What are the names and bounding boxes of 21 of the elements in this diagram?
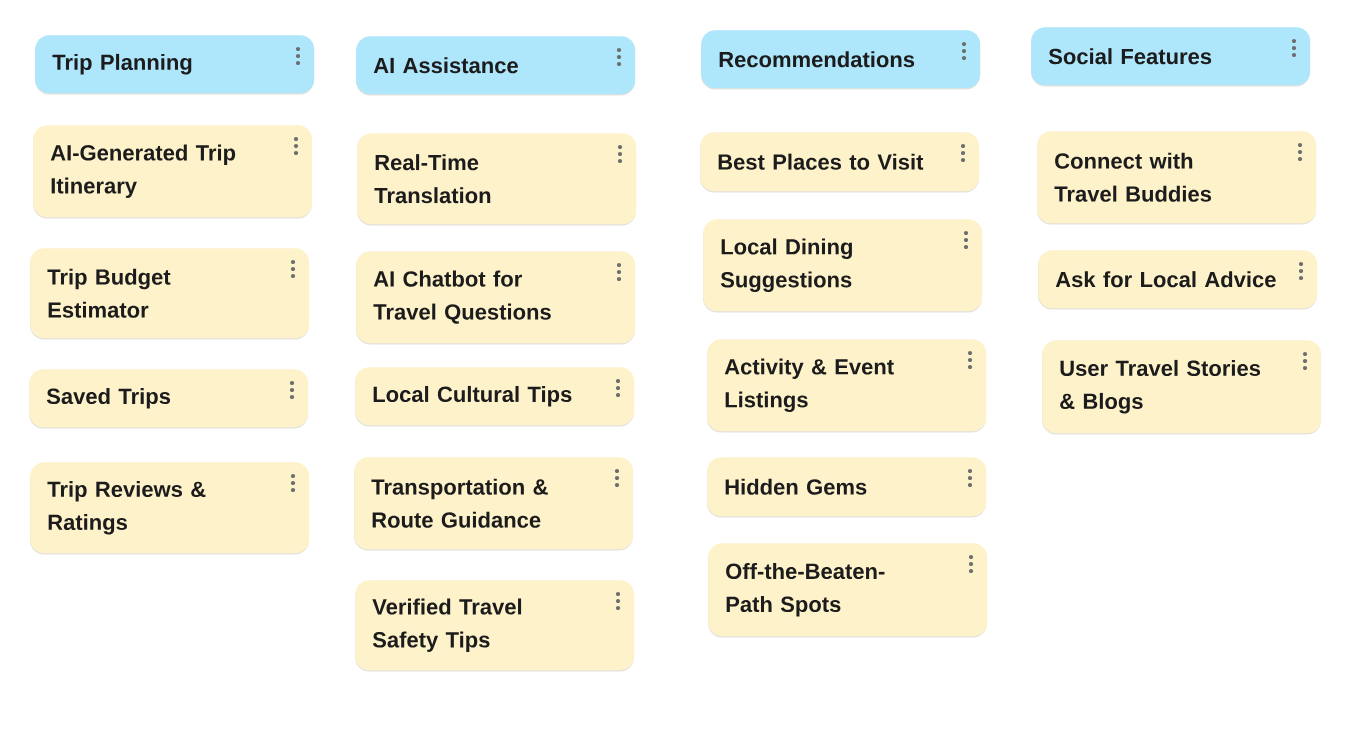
item-card: Trip Budget Estimator bbox=[30, 248, 310, 340]
item-card: Saved Trips bbox=[29, 369, 309, 429]
category-card: Trip Planning bbox=[35, 35, 315, 95]
item-card: Connect with Travel Buddies bbox=[1037, 131, 1317, 225]
item-card: Local Cultural Tips bbox=[355, 367, 635, 427]
item-card: Off-the-Beaten-Path Spots bbox=[708, 543, 988, 638]
item-card: Activity & Event Listings bbox=[707, 339, 987, 433]
item-card: Hidden Gems bbox=[707, 457, 987, 518]
item-card: Transportation & Route Guidance bbox=[354, 457, 634, 551]
item-card: Trip Reviews & Ratings bbox=[30, 462, 310, 555]
category-card: Social Features bbox=[1031, 27, 1311, 87]
item-card: Best Places to Visit bbox=[700, 132, 980, 193]
category-card: AI Assistance bbox=[356, 36, 636, 96]
item-card: Local Dining Suggestions bbox=[703, 219, 983, 313]
item-card: Verified Travel Safety Tips bbox=[355, 580, 635, 672]
category-card: Recommendations bbox=[701, 30, 981, 90]
item-card: AI Chatbot for Travel Questions bbox=[356, 251, 636, 345]
item-card: Real-Time Translation bbox=[357, 133, 637, 226]
item-card: User Travel Stories & Blogs bbox=[1042, 340, 1322, 435]
item-card: Ask for Local Advice bbox=[1038, 250, 1318, 310]
item-card: AI-Generated Trip Itinerary bbox=[33, 125, 313, 219]
